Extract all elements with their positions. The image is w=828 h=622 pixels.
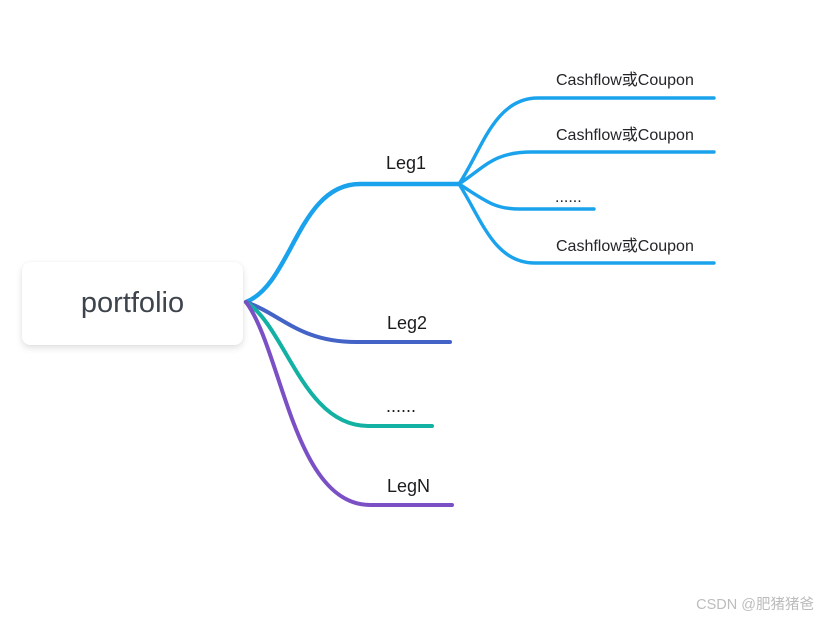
- node-child-ellipsis[interactable]: ......: [555, 189, 582, 206]
- node-portfolio-label: portfolio: [80, 287, 185, 319]
- node-leg2[interactable]: Leg2: [387, 313, 428, 333]
- node-cashflow-coupon-3[interactable]: Cashflow或Coupon: [556, 238, 694, 255]
- watermark: CSDN @肥猪猪爸: [696, 597, 814, 613]
- connector-leg1-child3: [457, 182, 596, 211]
- connector-leg1-child2: [457, 150, 716, 186]
- node-ellipsis[interactable]: ......: [386, 396, 417, 416]
- node-leg1[interactable]: Leg1: [386, 153, 427, 173]
- connector-root-dots: [244, 300, 434, 428]
- node-portfolio[interactable]: portfolio: [22, 262, 243, 345]
- connector-root-leg2: [244, 300, 452, 344]
- node-cashflow-coupon-1[interactable]: Cashflow或Coupon: [556, 72, 694, 89]
- connector-root-legn: [244, 300, 454, 507]
- connector-leg1-child4: [457, 182, 716, 265]
- node-cashflow-coupon-2[interactable]: Cashflow或Coupon: [556, 127, 694, 144]
- connector-leg1-child1: [457, 96, 716, 186]
- node-legn[interactable]: LegN: [387, 476, 431, 496]
- connector-root-leg1: [243, 181, 462, 305]
